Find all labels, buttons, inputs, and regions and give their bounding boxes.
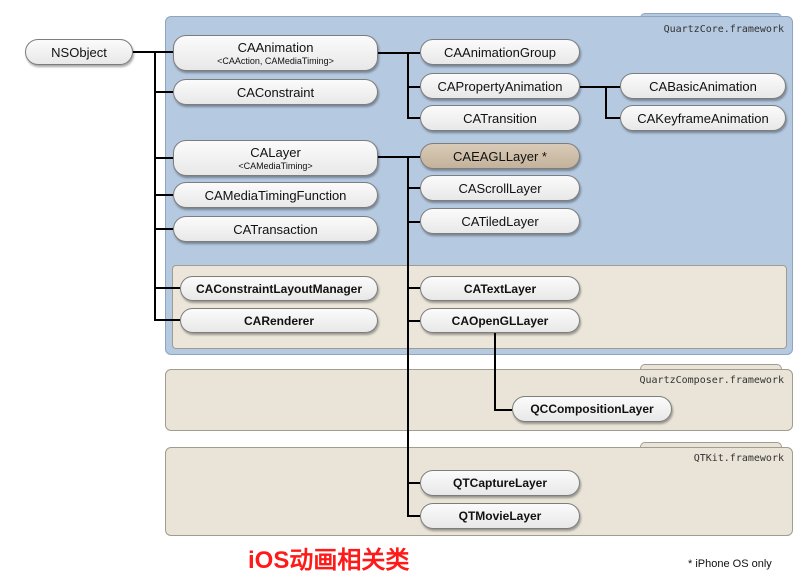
node-label: CAAnimationGroup <box>444 44 556 60</box>
catransaction-node: CATransaction <box>173 216 378 242</box>
cakeyframeanimation-node: CAKeyframeAnimation <box>620 105 786 131</box>
nsobject-node: NSObject <box>25 39 133 65</box>
connector <box>407 515 420 517</box>
node-label: CAScrollLayer <box>458 180 542 196</box>
node-protocols: <CAMediaTiming> <box>238 161 313 171</box>
node-label: CALayer <box>250 145 301 160</box>
catransition-node: CATransition <box>420 105 580 131</box>
catiledlayer-node: CATiledLayer <box>420 208 580 234</box>
node-label: CAOpenGLLayer <box>451 313 549 328</box>
quartzcore-framework-label: QuartzCore.framework <box>663 24 784 35</box>
connector <box>407 482 420 484</box>
calayer-node: CALayer <CAMediaTiming> <box>173 140 378 176</box>
caanimationgroup-node: CAAnimationGroup <box>420 39 580 65</box>
capropertyanimation-node: CAPropertyAnimation <box>420 73 580 99</box>
node-protocols: <CAAction, CAMediaTiming> <box>217 56 334 66</box>
caconstraintlayoutmanager-node: CAConstraintLayoutManager <box>180 276 378 301</box>
node-label: CATextLayer <box>463 281 537 296</box>
carenderer-node: CARenderer <box>180 308 378 333</box>
node-label: QTMovieLayer <box>458 509 542 523</box>
connector <box>605 117 620 119</box>
connector <box>133 51 173 53</box>
node-label: QTCaptureLayer <box>452 476 548 490</box>
node-label: CATransaction <box>233 221 318 237</box>
node-label: CAEAGLLayer * <box>453 148 547 164</box>
node-label: CAAnimation <box>237 40 314 55</box>
node-label: CAPropertyAnimation <box>437 78 563 94</box>
connector <box>407 52 409 118</box>
connector <box>494 330 496 410</box>
diagram-caption: iOS动画相关类 <box>248 547 410 574</box>
node-label: CAKeyframeAnimation <box>637 110 769 126</box>
connector <box>407 187 420 189</box>
node-label: CAConstraint <box>236 84 315 100</box>
connector <box>154 228 173 230</box>
node-label: CARenderer <box>243 313 315 328</box>
connector <box>154 194 173 196</box>
camediatimingfunction-node: CAMediaTimingFunction <box>173 182 378 208</box>
caopengllayer-node: CAOpenGLLayer <box>420 308 580 333</box>
connector <box>407 117 420 119</box>
caanimation-node: CAAnimation <CAAction, CAMediaTiming> <box>173 35 378 71</box>
connector <box>378 156 420 158</box>
quartzcomposer-framework-box <box>165 369 793 431</box>
qtkit-framework-label: QTKit.framework <box>693 453 784 464</box>
cascrolllayer-node: CAScrollLayer <box>420 175 580 201</box>
quartzcomposer-framework-label: QuartzComposer.framework <box>639 375 785 386</box>
node-label: CAMediaTimingFunction <box>204 187 347 203</box>
iphone-only-footnote: * iPhone OS only <box>688 558 772 570</box>
node-label: CABasicAnimation <box>649 78 757 94</box>
caeagllayer-node: CAEAGLLayer * <box>420 143 580 169</box>
qtcapturelayer-node: QTCaptureLayer <box>420 470 580 496</box>
node-label: NSObject <box>51 44 107 60</box>
connector <box>407 156 409 516</box>
cabasicanimation-node: CABasicAnimation <box>620 73 786 99</box>
node-label: CAConstraintLayoutManager <box>195 281 362 296</box>
node-label: CATransition <box>463 110 537 126</box>
connector <box>407 221 420 223</box>
connector <box>407 320 420 322</box>
catextlayer-node: CATextLayer <box>420 276 580 301</box>
connector <box>154 287 180 289</box>
connector <box>494 409 512 411</box>
qccompositionlayer-node: QCCompositionLayer <box>512 396 672 422</box>
connector <box>407 86 420 88</box>
connector <box>154 319 180 321</box>
connector <box>154 157 173 159</box>
connector <box>407 287 420 289</box>
node-label: QCCompositionLayer <box>530 402 654 416</box>
connector <box>154 51 156 320</box>
caconstraint-node: CAConstraint <box>173 79 378 105</box>
connector <box>580 86 620 88</box>
qtmovielayer-node: QTMovieLayer <box>420 503 580 529</box>
node-label: CATiledLayer <box>461 213 539 229</box>
connector <box>378 52 420 54</box>
connector <box>154 91 173 93</box>
connector <box>605 86 607 118</box>
